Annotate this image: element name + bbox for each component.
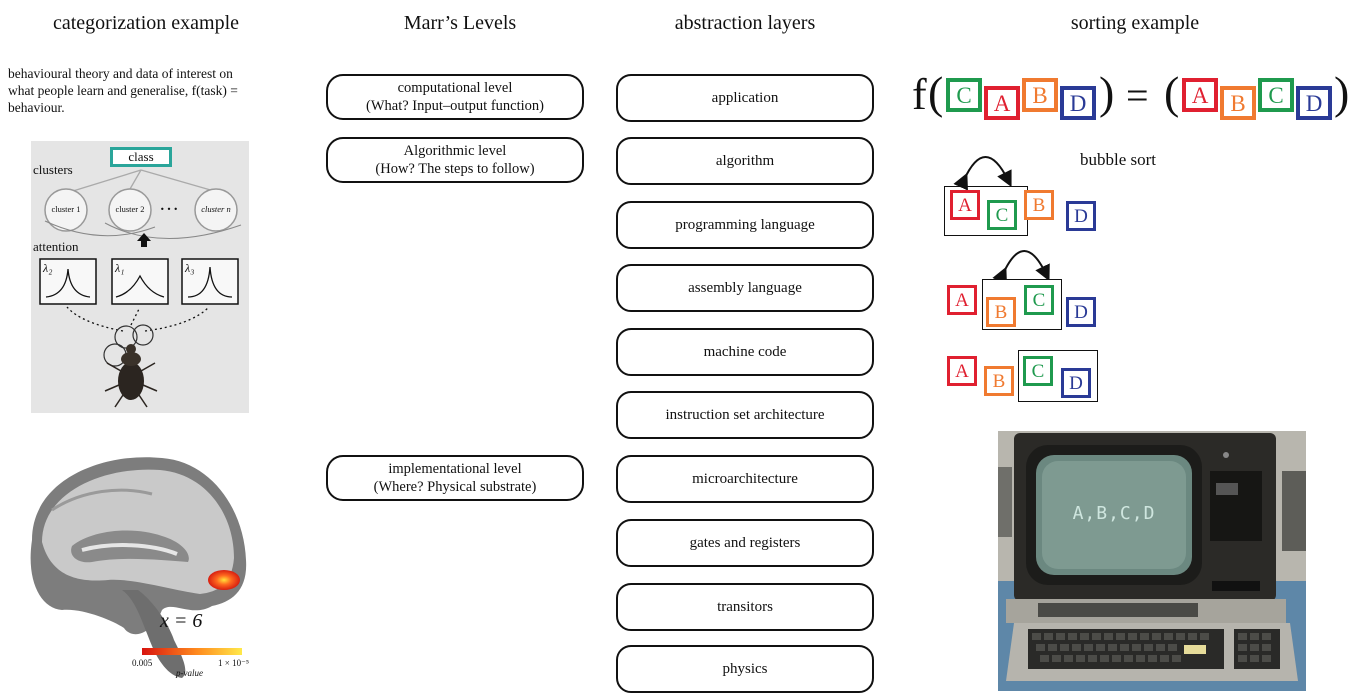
layer-microarchitecture: microarchitecture <box>616 455 874 503</box>
equals-sign: = <box>1126 73 1149 118</box>
step1-tile-b: B <box>1024 190 1054 220</box>
sort-function-equation: f ( C A B D ) = ( A B C D ) <box>906 67 1350 124</box>
step3-tile-c: C <box>1023 356 1053 386</box>
open-paren-left: ( <box>928 67 944 118</box>
cluster-n-label: cluster n <box>201 204 231 214</box>
marr-level-subtitle: (Where? Physical substrate) <box>373 479 537 495</box>
layer-physics: physics <box>616 645 874 693</box>
step3-tile-a: A <box>947 356 977 386</box>
brain-slice-image <box>30 457 247 678</box>
class-box: class <box>110 147 172 167</box>
layer-algorithm: algorithm <box>616 137 874 185</box>
marr-level-title: implementational level <box>388 461 522 477</box>
marr-level-subtitle: (What? Input–output function) <box>366 98 544 114</box>
cluster-n-node <box>194 188 238 232</box>
cluster-1-label: cluster 1 <box>51 204 81 214</box>
output-tile-c: C <box>1258 78 1294 112</box>
marr-computational-level: computational level (What? Input–output f… <box>326 74 584 120</box>
comparison-frame <box>1018 350 1098 402</box>
layer-machine-code: machine code <box>616 328 874 376</box>
marr-level-subtitle: (How? The steps to follow) <box>375 161 535 177</box>
marr-level-title: computational level <box>397 80 513 96</box>
swap-arrows <box>953 156 1050 280</box>
heading-categorization: categorization example <box>52 12 239 34</box>
layer-transitors: transitors <box>616 583 874 631</box>
categorization-model-figure: class clusters attention cluster 1 clust… <box>31 141 249 413</box>
model-diagram <box>39 169 242 408</box>
lambda-1-label: λ₁ <box>115 261 125 275</box>
layer-programming-language: programming language <box>616 201 874 249</box>
input-tile-b: B <box>1022 78 1058 112</box>
open-paren-right: ( <box>1164 67 1180 118</box>
layer-gates-and-registers: gates and registers <box>616 519 874 567</box>
marr-algorithmic-level: Algorithmic level (How? The steps to foll… <box>326 137 584 183</box>
marr-implementational-level: implementational level (Where? Physical s… <box>326 455 584 501</box>
step1-tile-c: C <box>987 200 1017 230</box>
output-tile-b: B <box>1220 86 1256 120</box>
input-tile-d: D <box>1060 86 1096 120</box>
cluster-2-label: cluster 2 <box>115 204 145 214</box>
close-paren-right: ) <box>1334 67 1350 118</box>
input-tile-a: A <box>984 86 1020 120</box>
step1-tile-d: D <box>1066 201 1096 231</box>
brain-slice-figure: x = 6 0.005 1 × 10⁻⁵ p-value <box>12 450 264 690</box>
step2-tile-b: B <box>986 297 1016 327</box>
heading-sorting-example: sorting example <box>1070 12 1200 34</box>
computer-illustration <box>998 431 1306 691</box>
step2-tile-a: A <box>947 285 977 315</box>
slice-label: x = 6 <box>160 610 203 632</box>
swap-arrow-icon <box>953 156 1012 191</box>
bubble-sort-label: bubble sort <box>1080 150 1157 169</box>
step1-tile-a: A <box>950 190 980 220</box>
step3-tile-b: B <box>984 366 1014 396</box>
colorbar-min-label: 0.005 <box>132 658 153 668</box>
clusters-label: clusters <box>33 162 73 177</box>
swap-arrow-icon <box>992 250 1050 280</box>
lambda-3-label: λ₃ <box>185 261 195 275</box>
vintage-computer-photo: A,B,C,D <box>998 431 1306 691</box>
attention-label: attention <box>33 239 79 254</box>
output-tile-a: A <box>1182 78 1218 112</box>
layer-instruction-set-architecture: instruction set architecture <box>616 391 874 439</box>
comparison-frame <box>982 279 1062 330</box>
cluster-1-node <box>44 188 88 232</box>
output-tile-d: D <box>1296 86 1332 120</box>
beetle-icon <box>104 344 158 408</box>
heading-marrs-levels: Marr’s Levels <box>403 12 517 34</box>
layer-assembly-language: assembly language <box>616 264 874 312</box>
lambda-2-label: λ₂ <box>43 261 53 275</box>
layer-application: application <box>616 74 874 122</box>
up-arrow-icon <box>137 233 151 247</box>
step3-tile-d: D <box>1061 368 1091 398</box>
marr-level-title: Algorithmic level <box>403 143 507 159</box>
cluster-2-node <box>108 188 152 232</box>
close-paren-left: ) <box>1099 67 1115 118</box>
categorization-description: behavioural theory and data of interest … <box>8 66 238 115</box>
colorbar-max-label: 1 × 10⁻⁵ <box>218 658 249 668</box>
function-name: f <box>912 70 927 119</box>
step2-tile-d: D <box>1066 297 1096 327</box>
screen-text: A,B,C,D <box>1072 503 1156 524</box>
input-tile-c: C <box>946 78 982 112</box>
step2-tile-c: C <box>1024 285 1054 315</box>
cluster-ellipsis: … <box>159 193 179 215</box>
colorbar-title: p-value <box>176 668 203 678</box>
heading-abstraction-layers: abstraction layers <box>674 12 816 34</box>
